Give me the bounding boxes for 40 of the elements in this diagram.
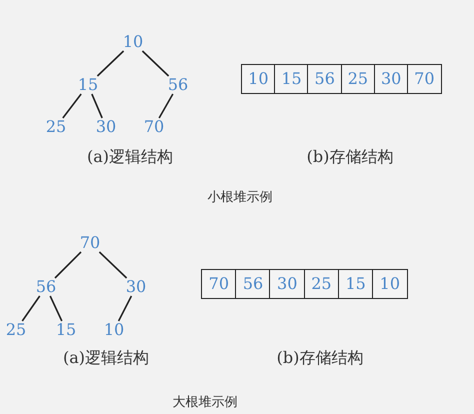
tree-edge <box>142 50 170 77</box>
tree-node-value: 10 <box>101 321 127 339</box>
tree-node-value: 25 <box>3 321 29 339</box>
array-cell: 10 <box>241 64 276 94</box>
array-cell: 70 <box>407 64 442 94</box>
tree-node-value: 70 <box>77 234 103 252</box>
array-cell: 70 <box>201 269 237 299</box>
tree-edge <box>49 296 63 322</box>
tree-edge <box>98 251 128 279</box>
subfigure-label: (b)存储结构 <box>306 147 394 168</box>
figure-caption: 小根堆示例 <box>208 189 272 206</box>
tree-edge <box>96 50 124 77</box>
tree-node-value: 56 <box>165 76 191 94</box>
subfigure-label: (a)逻辑结构 <box>86 147 174 168</box>
tree-node-value: 30 <box>123 278 149 296</box>
array-cell: 30 <box>269 269 306 299</box>
array-cell: 56 <box>307 64 342 94</box>
tree-node-value: 15 <box>53 321 79 339</box>
tree-node-value: 70 <box>141 118 167 136</box>
tree-node-value: 10 <box>120 33 146 51</box>
subfigure-label: (b)存储结构 <box>276 348 364 369</box>
tree-node-value: 25 <box>43 118 69 136</box>
tree-node-value: 30 <box>93 118 119 136</box>
tree-edge <box>118 296 132 322</box>
tree-edge <box>54 251 82 279</box>
tree-edge <box>62 94 82 118</box>
tree-edge <box>91 94 103 118</box>
array-cell: 56 <box>235 269 271 299</box>
subfigure-label: (a)逻辑结构 <box>62 348 150 369</box>
tree-edge <box>158 94 174 118</box>
tree-node-value: 15 <box>75 76 101 94</box>
array-cell: 25 <box>340 64 376 94</box>
array-cell: 10 <box>372 269 408 299</box>
array-cell: 15 <box>274 64 309 94</box>
array-cell: 15 <box>338 269 374 299</box>
array-cell: 30 <box>374 64 408 94</box>
tree-node-value: 56 <box>33 278 59 296</box>
array-cell: 25 <box>304 269 340 299</box>
figure-caption: 大根堆示例 <box>172 394 238 411</box>
tree-edge <box>22 296 40 322</box>
